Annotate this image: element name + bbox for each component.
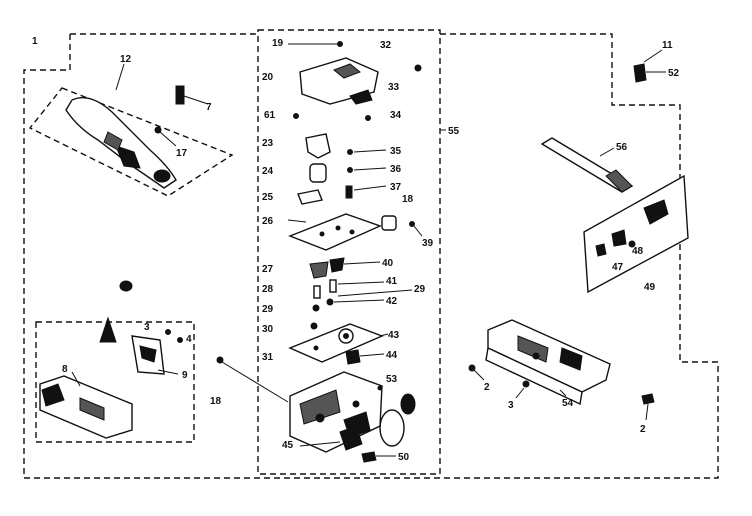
label-41: 41 <box>386 276 398 287</box>
label-42: 42 <box>386 296 398 307</box>
ball-35 <box>347 149 353 155</box>
spring-arrow <box>99 316 117 343</box>
screw-61 <box>293 113 299 119</box>
pin-34 <box>365 115 371 121</box>
label-55: 55 <box>448 126 460 137</box>
small-part-top-right <box>414 64 422 72</box>
block-44 <box>345 349 361 365</box>
outer-boundary <box>23 33 719 479</box>
pin-28 <box>313 285 321 299</box>
label-53: 53 <box>386 374 398 385</box>
lock-case-54 <box>485 319 611 406</box>
cap-27 <box>309 261 329 279</box>
label-20: 20 <box>262 72 274 83</box>
plate-25 <box>297 189 323 205</box>
plate-26 <box>288 213 382 251</box>
pin-53 <box>377 385 383 391</box>
spindle-56 <box>540 137 634 193</box>
label-39: 39 <box>422 238 434 249</box>
spring-37 <box>345 185 353 199</box>
center-assembly-box <box>257 29 441 475</box>
label-27: 27 <box>262 264 274 275</box>
label-11: 11 <box>662 40 673 51</box>
label-24: 24 <box>262 166 274 177</box>
knob-part <box>400 393 416 415</box>
label-2-right: 2 <box>640 424 646 435</box>
label-19: 19 <box>272 38 284 49</box>
label-9: 9 <box>182 370 188 381</box>
plate-31 <box>288 323 384 363</box>
label-3b: 3 <box>144 322 150 333</box>
label-29-left: 29 <box>262 304 274 315</box>
label-7: 7 <box>206 102 212 113</box>
label-48: 48 <box>632 246 644 257</box>
label-40: 40 <box>382 258 394 269</box>
cylinder-24 <box>309 163 327 183</box>
pin-39 <box>409 221 415 227</box>
label-37: 37 <box>390 182 402 193</box>
washer-42 <box>326 298 334 306</box>
disc-part <box>379 409 405 447</box>
loose-knob-part <box>119 280 133 292</box>
screw-18-left <box>216 356 224 364</box>
screw-50 <box>361 451 377 463</box>
washer-30 <box>310 322 318 330</box>
label-29-right: 29 <box>414 284 426 295</box>
latch-part <box>39 375 133 439</box>
label-50: 50 <box>398 452 410 463</box>
screw-3-center <box>522 380 530 388</box>
screw-17 <box>154 126 162 134</box>
label-12: 12 <box>120 54 132 65</box>
spindle-part <box>175 85 209 105</box>
label-56: 56 <box>616 142 628 153</box>
label-28: 28 <box>262 284 274 295</box>
cover-part-20 <box>299 57 379 105</box>
latch-bracket-part <box>131 335 165 375</box>
label-32: 32 <box>380 40 392 51</box>
cam-45 <box>339 425 363 451</box>
label-52: 52 <box>668 68 680 79</box>
label-36: 36 <box>390 164 402 175</box>
label-18-left: 18 <box>210 396 222 407</box>
label-4: 4 <box>186 334 192 345</box>
latch-assembly-box <box>35 321 195 443</box>
label-18-center: 18 <box>402 194 414 205</box>
label-54: 54 <box>562 398 574 409</box>
label-25: 25 <box>262 192 274 203</box>
label-8: 8 <box>62 364 68 375</box>
screw-2-right <box>641 393 655 405</box>
label-2-center: 2 <box>484 382 490 393</box>
label-34: 34 <box>390 110 402 121</box>
label-45: 45 <box>282 440 294 451</box>
label-31: 31 <box>262 352 274 363</box>
washer-29 <box>312 304 320 312</box>
label-33: 33 <box>388 82 400 93</box>
label-44: 44 <box>386 350 398 361</box>
label-61: 61 <box>264 110 276 121</box>
ball-36 <box>347 167 353 173</box>
label-43: 43 <box>388 330 400 341</box>
label-49: 49 <box>644 282 656 293</box>
rose-plate-49 <box>583 174 689 294</box>
label-35: 35 <box>390 146 402 157</box>
screw-2-center <box>468 364 476 372</box>
pin-41 <box>329 279 337 293</box>
clip-33 <box>349 89 373 105</box>
label-30: 30 <box>262 324 274 335</box>
bracket-23 <box>305 133 331 159</box>
cap-40 <box>329 257 345 273</box>
label-17: 17 <box>176 148 188 159</box>
handle-part <box>65 97 177 189</box>
label-23: 23 <box>262 138 274 149</box>
label-3-center: 3 <box>508 400 514 411</box>
cylinder-18 <box>381 215 397 231</box>
screw-52 <box>633 63 647 83</box>
label-47: 47 <box>612 262 624 273</box>
lock-body-part <box>289 371 383 453</box>
label-26: 26 <box>262 216 274 227</box>
label-1: 1 <box>32 36 38 47</box>
handle-assembly-box <box>28 87 234 197</box>
